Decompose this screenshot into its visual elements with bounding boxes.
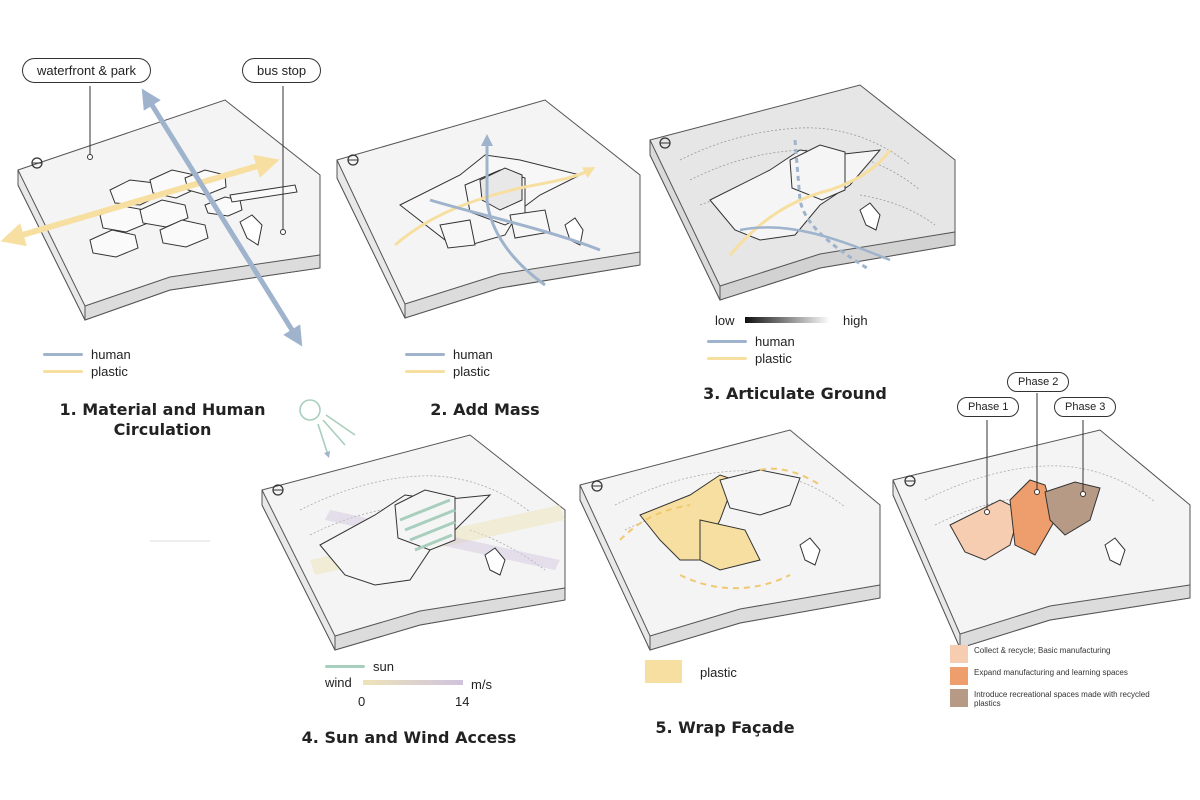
- caption-step-2: 2. Add Mass: [430, 400, 540, 419]
- plastic-swatch: [645, 660, 682, 683]
- gradient-low-label: low: [715, 313, 735, 328]
- panel-2-legend: human plastic: [405, 346, 493, 380]
- caption-step-5: 5. Wrap Façade: [655, 718, 795, 737]
- human-swatch: [43, 353, 83, 356]
- building-mass: [709, 144, 882, 241]
- plastic-swatch-line: [707, 357, 747, 360]
- plastic-flow-path: [394, 167, 596, 247]
- plastic-swatch-line: [43, 370, 83, 373]
- building-mass: [399, 154, 582, 249]
- wind-gradient-bar: [363, 680, 463, 685]
- tag-waterfront-park: waterfront & park: [22, 58, 151, 83]
- panel-5-site: [579, 429, 881, 651]
- panel-3-legend: human plastic: [707, 333, 795, 367]
- phase-3-swatch: [950, 689, 968, 707]
- legend-plastic-label: plastic: [91, 364, 128, 379]
- sun-icon: [299, 399, 356, 459]
- phase-legend: Collect & recycle; Basic manufacturing E…: [950, 645, 1150, 712]
- human-swatch: [405, 353, 445, 356]
- caption-step-1-line-2: Circulation: [113, 420, 212, 439]
- tag-phase-2: Phase 2: [1007, 372, 1070, 392]
- legend-plastic-label: plastic: [755, 351, 792, 366]
- legend-plastic-label: plastic: [453, 364, 490, 379]
- caption-step-3: 3. Articulate Ground: [703, 384, 887, 403]
- panel-1-site: [0, 86, 321, 347]
- phase-2-description: Expand manufacturing and learning spaces: [974, 668, 1128, 677]
- legend-human-label: human: [453, 347, 493, 362]
- phase-3-description: Introduce recreational spaces made with …: [974, 690, 1150, 708]
- wind-max-label: 14: [455, 694, 470, 709]
- panel-3-site: [649, 84, 956, 301]
- caption-step-1-line-1: 1. Material and Human: [59, 400, 266, 419]
- phase-legend-item: Collect & recycle; Basic manufacturing: [950, 645, 1150, 663]
- phase-1-description: Collect & recycle; Basic manufacturing: [974, 646, 1111, 655]
- plastic-swatch-line: [405, 370, 445, 373]
- wind-min-label: 0: [358, 694, 366, 709]
- panel-2-site: [336, 99, 641, 319]
- wind-unit-label: m/s: [471, 677, 492, 692]
- tag-phase-1: Phase 1: [957, 397, 1020, 417]
- human-swatch: [707, 340, 747, 343]
- phase-legend-item: Expand manufacturing and learning spaces: [950, 667, 1150, 685]
- human-flow-arrow: [141, 88, 303, 347]
- gradient-high-label: high: [843, 313, 868, 328]
- tag-phase-3: Phase 3: [1054, 397, 1117, 417]
- phase-2-swatch: [950, 667, 968, 685]
- panel-4-site: [150, 399, 566, 651]
- human-flow-path: [481, 134, 546, 287]
- legend-human-label: human: [91, 347, 131, 362]
- caption-step-1: 1. Material and Human Circulation: [55, 400, 270, 440]
- sun-swatch: [325, 665, 365, 668]
- legend-human-label: human: [755, 334, 795, 349]
- panel-4-sun-legend: sun: [325, 658, 394, 675]
- panel-6-site: [892, 393, 1191, 649]
- legend-sun-label: sun: [373, 659, 394, 674]
- wind-label: wind: [325, 675, 352, 690]
- tag-bus-stop: bus stop: [242, 58, 322, 83]
- caption-step-4: 4. Sun and Wind Access: [301, 728, 517, 747]
- building-mass: [949, 479, 1101, 561]
- legend-plastic-label: plastic: [700, 665, 737, 680]
- phase-1-swatch: [950, 645, 968, 663]
- phase-legend-item: Introduce recreational spaces made with …: [950, 689, 1150, 708]
- low-high-gradient-bar: [745, 317, 830, 323]
- panel-1-legend: human plastic: [43, 346, 131, 380]
